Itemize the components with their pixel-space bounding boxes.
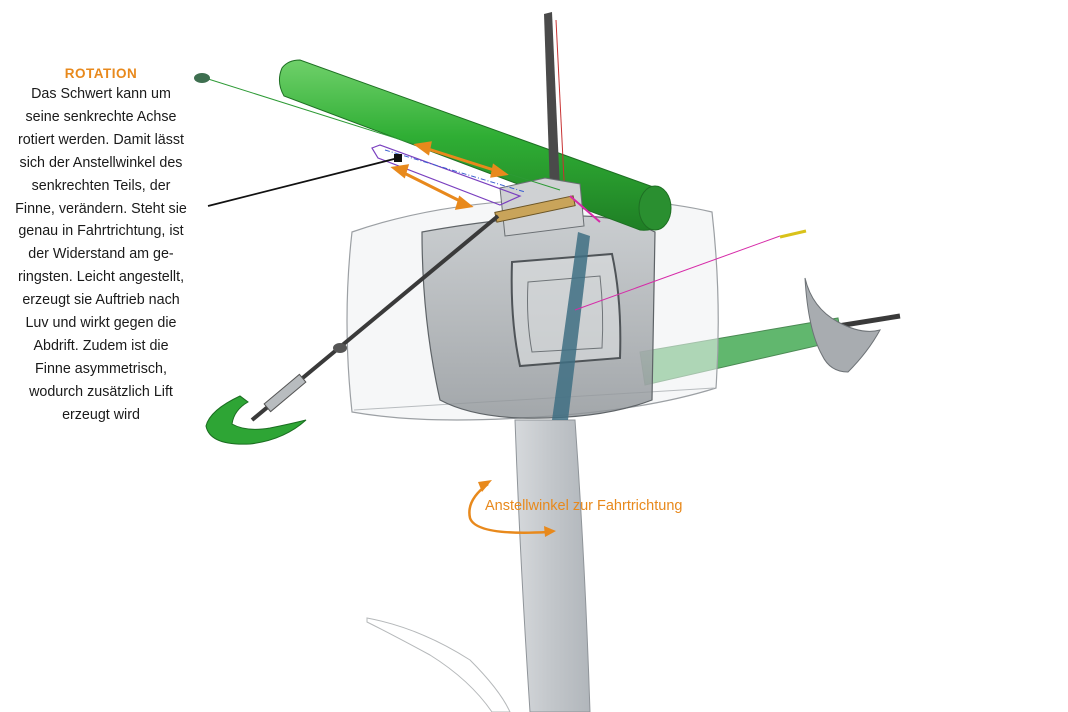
mast (544, 12, 560, 190)
callout-line: Finne asymmetrisch, (35, 360, 167, 377)
rotation-arrow-head-bottom (544, 526, 556, 537)
callout-line: sich der Anstellwinkel des (19, 154, 183, 171)
callout-line: Finne, verändern. Steht sie (15, 200, 187, 217)
red-control-line (555, 19, 566, 201)
right-winglet (804, 277, 882, 373)
magenta-line (574, 235, 781, 311)
callout-title: ROTATION (64, 66, 138, 81)
callout-line: erzeugt sie Auftrieb nach (22, 292, 180, 309)
rod-joint (333, 343, 347, 353)
rotation-arrow-icon (468, 482, 549, 534)
double-arrow-icon (390, 164, 474, 210)
callout-line: genau in Fahrtrichtung, ist (18, 223, 184, 240)
yellow-pin (779, 229, 807, 239)
double-arrow-icon (413, 141, 509, 178)
angle-label: Anstellwinkel zur Fahrtrichtung (485, 498, 683, 514)
callout-line: der Widerstand am ge- (28, 246, 174, 263)
callout-line: erzeugt wird (62, 406, 140, 423)
callout-line: Das Schwert kann um (31, 86, 171, 102)
callout-leader-dot (394, 154, 402, 162)
lower-foil-outline (366, 617, 511, 712)
callout-line: seine senkrechte Achse (25, 108, 177, 125)
rotation-callout: ROTATION Das Schwert kann um seine senkr… (6, 66, 196, 427)
callout-line: Abdrift. Zudem ist die (33, 337, 169, 354)
callout-line: Luv und wirkt gegen die (25, 315, 177, 332)
left-green-hook (205, 395, 307, 445)
purple-linkage (371, 144, 522, 206)
cassette-window (510, 252, 622, 368)
callout-line: ringsten. Leicht angestellt, (17, 269, 185, 286)
rotation-arrow-head-top (478, 480, 492, 492)
boom-end-cap (638, 185, 672, 231)
callout-line: wodurch zusätzlich Lift (29, 383, 173, 400)
cassette-window-inner (527, 275, 604, 353)
tiller-rod (837, 313, 901, 329)
callout-leader (207, 157, 399, 207)
teal-strap (552, 232, 590, 420)
wire-end-knob (194, 73, 210, 83)
callout-body: Das Schwert kann um seine senkrechte Ach… (6, 83, 196, 427)
callout-line: rotiert werden. Damit lässt (17, 131, 185, 148)
rod-sleeve (263, 373, 307, 413)
callout-line: senkrechten Teils, der (31, 177, 171, 194)
fin-blade (514, 419, 591, 712)
blue-linkage (384, 149, 526, 193)
magenta-line-2 (569, 195, 601, 223)
